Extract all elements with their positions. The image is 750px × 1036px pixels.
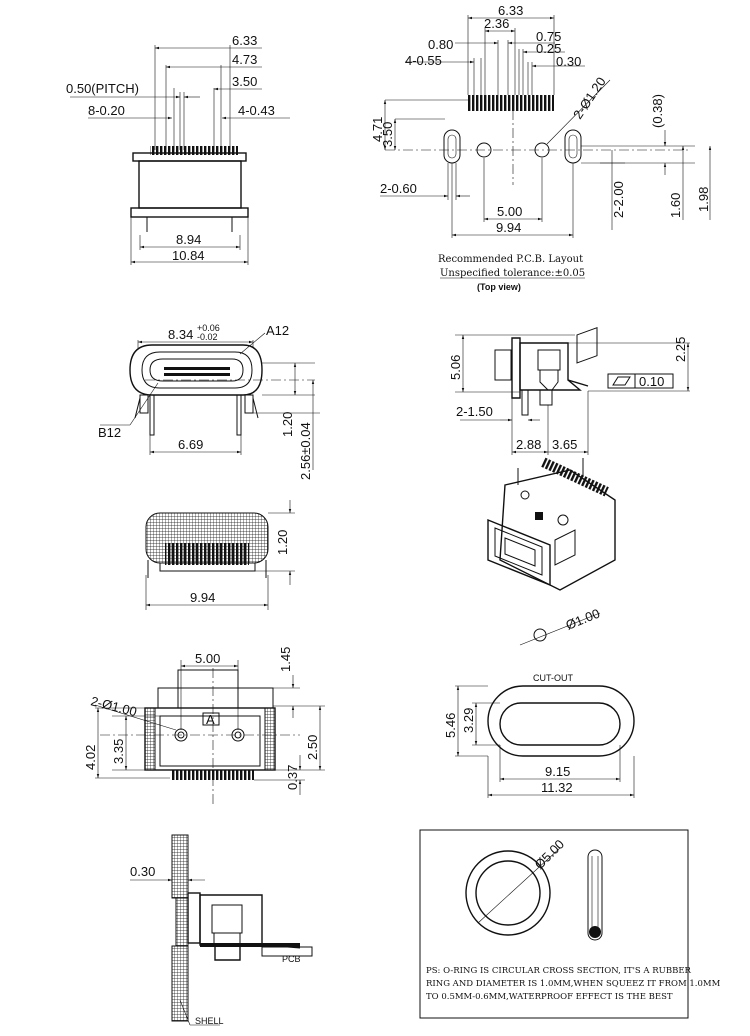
oring-view: Ø5.00 PS: O-RING IS CIRCULAR CROSS SECTI… xyxy=(419,829,721,1019)
dim-text: 2-Ø1.00 xyxy=(89,693,138,719)
dim-text: 2.56±0.04 xyxy=(298,422,313,480)
dim-text: 0.37 xyxy=(285,765,300,790)
dim-text: 4.71 xyxy=(370,117,385,142)
side-view: 5.06 2.25 0.10 2-1.50 2.88 3.65 xyxy=(448,334,690,455)
dim-text: Ø5.00 xyxy=(532,836,568,872)
dim-8-34: 8.34 xyxy=(168,327,193,342)
bottom-view: 5.00 1.45 A 2-Ø1.00 4.02 3.35 0 xyxy=(83,647,325,805)
dim-text: 2.88 xyxy=(516,437,541,452)
oring-note-line1: PS: O-RING IS CIRCULAR CROSS SECTION, IT… xyxy=(426,966,692,976)
dim-text: 3.35 xyxy=(111,739,126,764)
cutout-label: CUT-OUT xyxy=(533,673,573,683)
label-a12: A12 xyxy=(266,323,289,338)
dim-text: 0.75 xyxy=(536,29,561,44)
dim-text: 9.15 xyxy=(545,764,570,779)
pcb-caption-tolerance: Unspecified tolerance:±0.05 xyxy=(440,268,585,279)
label-b12: B12 xyxy=(98,425,121,440)
dim-text: 4-0.55 xyxy=(405,53,442,68)
tol-plus: +0.06 xyxy=(197,323,220,333)
dim-text: 1.98 xyxy=(696,187,711,212)
pcb-layout-view: 6.33 2.36 0.80 0.75 0.25 4-0.55 0.30 4.7… xyxy=(370,3,712,292)
dim-text: 8-0.20 xyxy=(88,103,125,118)
dim-text: 9.94 xyxy=(190,590,215,605)
dim-text: 5.00 xyxy=(195,651,220,666)
dim-text: 4.73 xyxy=(232,52,257,67)
dim-text: 0.30 xyxy=(556,54,581,69)
dim-text: 2-0.60 xyxy=(380,181,417,196)
dim-text: 0.25 xyxy=(536,41,561,56)
rear-view: 1.20 9.94 xyxy=(145,500,295,610)
dim-text: 0.30 xyxy=(130,864,155,879)
dim-text: 3.50 xyxy=(232,74,257,89)
dim-text: 1.45 xyxy=(278,647,293,672)
tol-minus: -0.02 xyxy=(197,332,218,342)
section-view: 0.30 PCB SHELL xyxy=(130,834,313,1026)
front-view: 8.34 +0.06 -0.02 A12 6.69 B12 1.20 2.56±… xyxy=(98,323,320,480)
dim-text: 11.32 xyxy=(541,780,573,795)
dim-text: (0.38) xyxy=(650,94,665,128)
dim-text: 2-1.50 xyxy=(456,404,493,419)
dim-text: 2.36 xyxy=(484,16,509,31)
dim-text: 3.50 xyxy=(380,122,395,147)
dim-text: 9.94 xyxy=(496,220,521,235)
dim-text: 4-0.43 xyxy=(238,103,275,118)
dim-text: 6.33 xyxy=(498,3,523,18)
dim-text: 0.50(PITCH) xyxy=(66,81,139,96)
cutout-view: CUT-OUT 5.46 3.29 9.15 11.32 xyxy=(443,673,635,798)
iso-view: Ø1.00 xyxy=(487,327,616,646)
oring-note-line2: RING AND DIAMETER IS 1.0MM,WHEN SQUEEZ I… xyxy=(426,979,721,989)
front-top-view: 6.33 4.73 3.50 0.50(PITCH) 8-0.20 4-0.43… xyxy=(66,33,290,265)
dim-text: 6.69 xyxy=(178,437,203,452)
dim-text: 2.25 xyxy=(673,337,688,362)
dim-text: 5.00 xyxy=(497,204,522,219)
dim-text: 1.20 xyxy=(275,530,290,555)
marker-a: A xyxy=(206,712,215,727)
dim-text: 3.65 xyxy=(552,437,577,452)
oring-note-line3: TO 0.5MM-0.6MM,WATERPROOF EFFECT IS THE … xyxy=(426,992,673,1002)
dim-text: 4.02 xyxy=(83,745,98,770)
dim-text: 3.29 xyxy=(461,708,476,733)
dim-text: 2-2.00 xyxy=(611,181,626,218)
dim-text: 10.84 xyxy=(172,248,205,263)
dim-text: 5.46 xyxy=(443,713,458,738)
label-pcb: PCB xyxy=(282,954,301,964)
flatness-value: 0.10 xyxy=(639,374,664,389)
pcb-caption-view: (Top view) xyxy=(477,282,521,292)
dim-text: 1.20 xyxy=(280,412,295,437)
dim-text: 6.33 xyxy=(232,33,257,48)
dim-text: 8.94 xyxy=(176,232,201,247)
dim-text: 5.06 xyxy=(448,355,463,380)
dim-text: 0.80 xyxy=(428,37,453,52)
pcb-caption-title: Recommended P.C.B. Layout xyxy=(438,254,583,265)
label-shell: SHELL xyxy=(195,1016,224,1026)
dim-text: 2-Ø1.20 xyxy=(570,74,609,121)
dim-text: Ø1.00 xyxy=(564,606,602,633)
dim-text: 1.60 xyxy=(668,193,683,218)
dim-text: 2.50 xyxy=(305,735,320,760)
